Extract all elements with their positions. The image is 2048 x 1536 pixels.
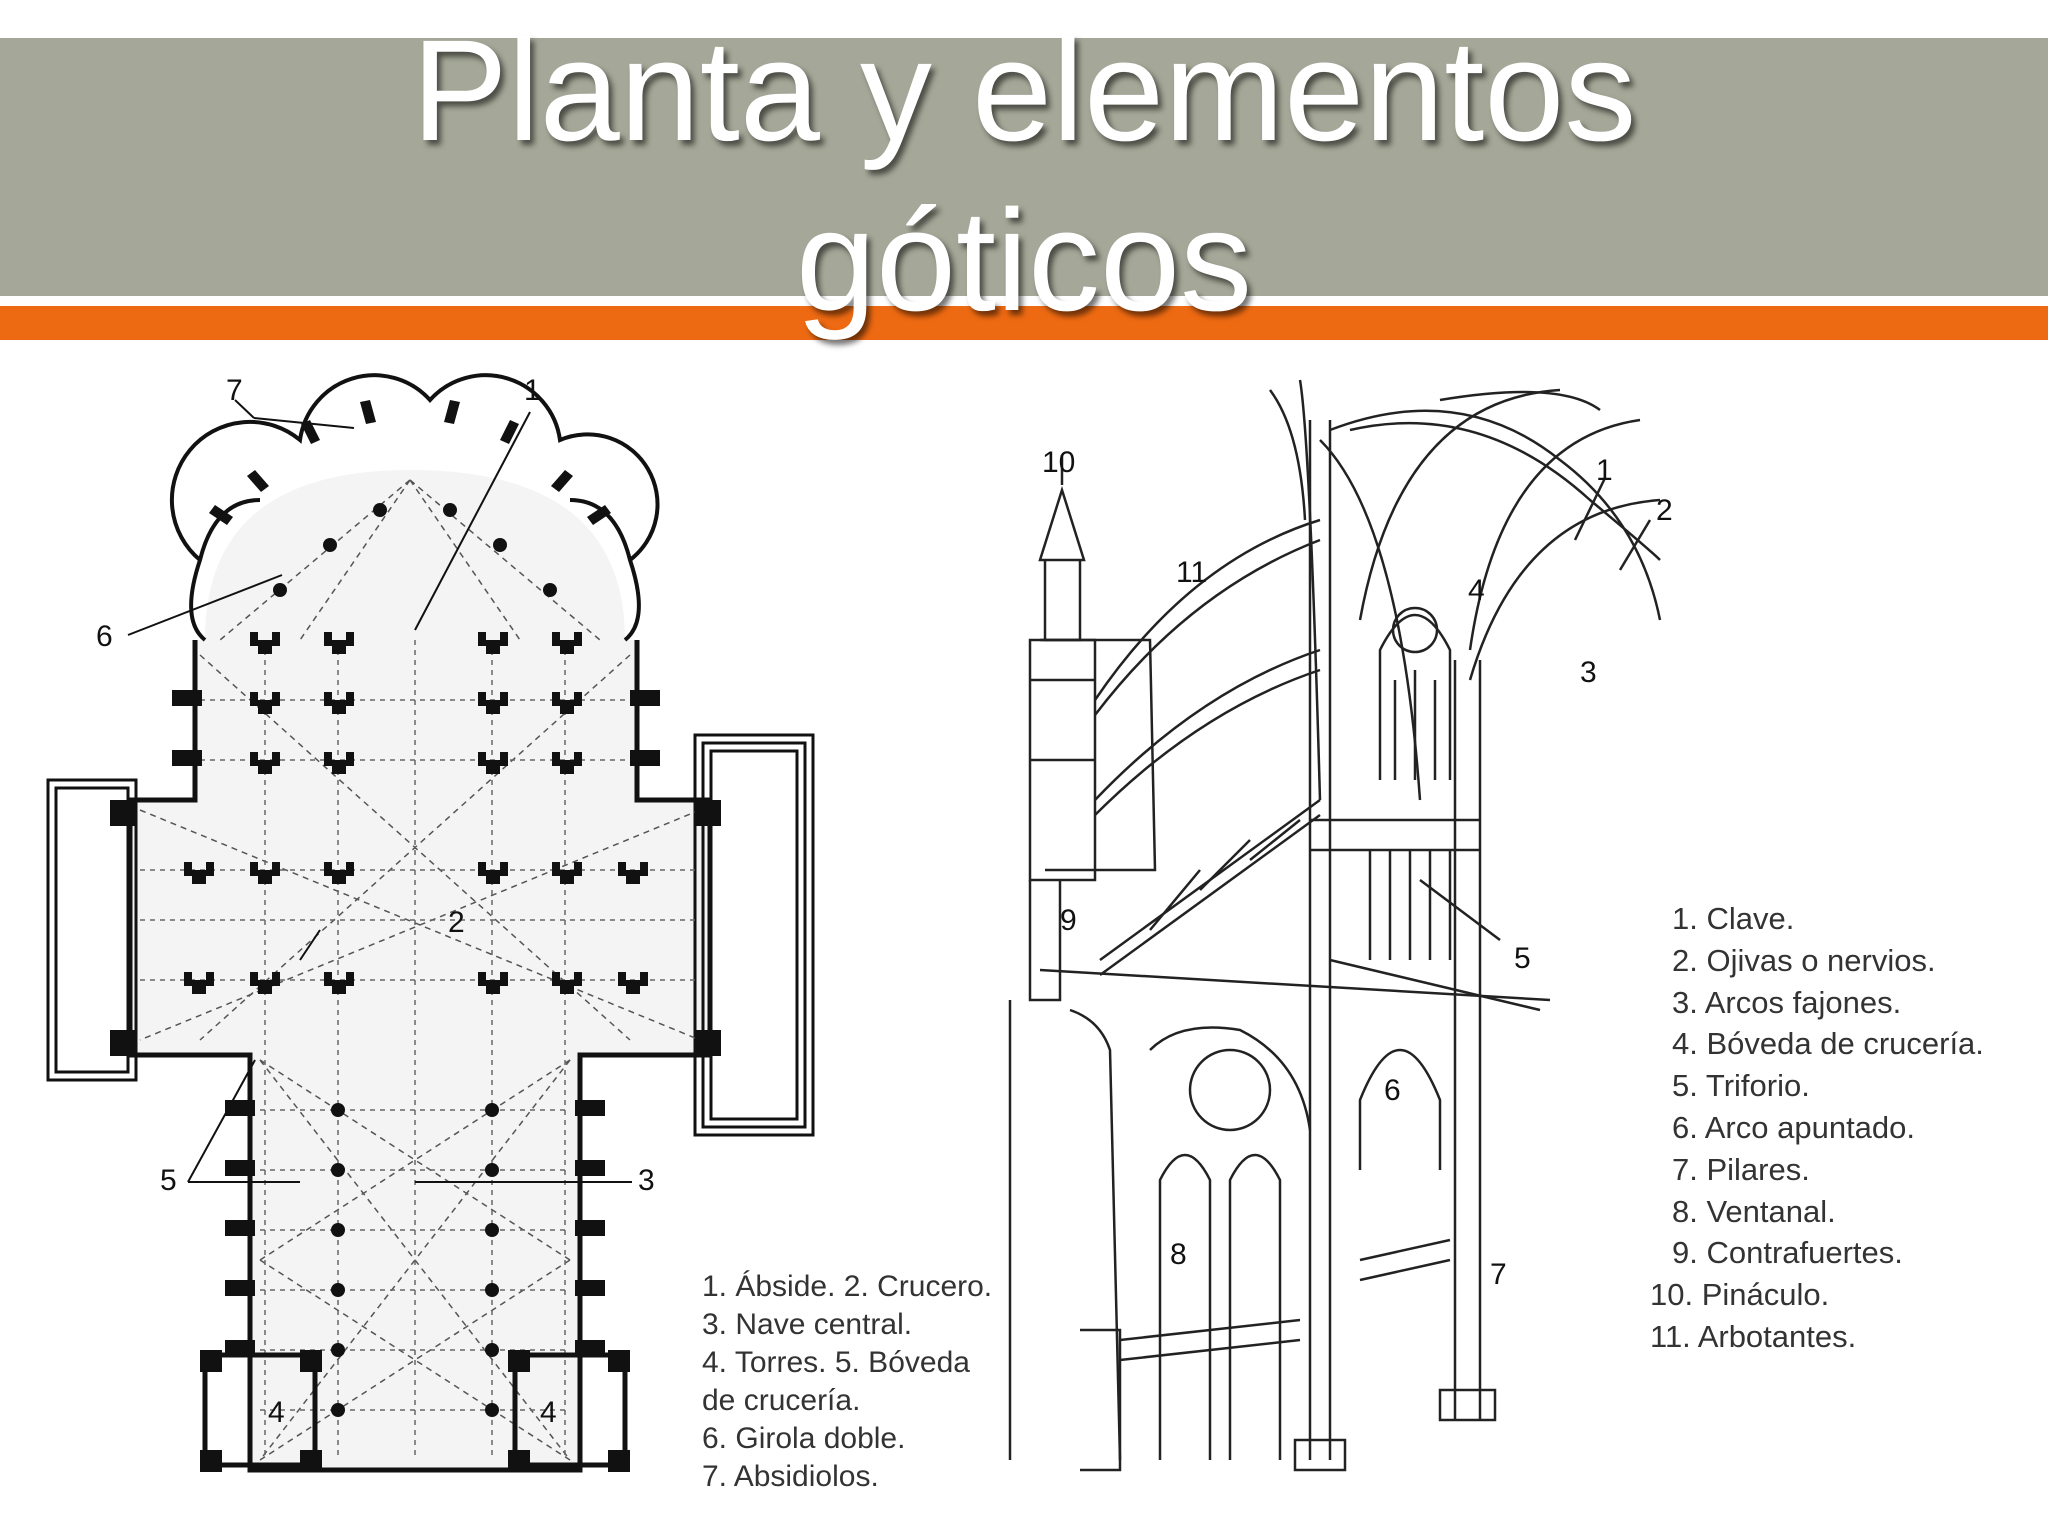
elevation-legend-item: 8. Ventanal. [1672, 1193, 1836, 1229]
elevation-legend-item: 1. Clave. [1672, 901, 1795, 936]
elevation-legend-item: 7. Pilares. [1672, 1151, 1810, 1187]
elevation-legend-item: 4. Bóveda de crucería. [1672, 1026, 1984, 1062]
elev-callout-10: 10 [1042, 446, 1075, 479]
plan-legend-item: de crucería. [702, 1384, 861, 1417]
title-banner [0, 38, 2048, 296]
plan-callout-6: 6 [96, 620, 113, 653]
cathedral-floor-plan: 7 1 6 2 5 3 4 4 [46, 373, 815, 1473]
plan-legend: 1. Ábside. 2. Crucero. 3. Nave central. … [702, 1268, 993, 1496]
slide-title: Planta y elementos góticos [0, 6, 2048, 346]
elevation-legend-item: 11. Arbotantes. [1650, 1318, 1857, 1354]
elev-callout-2: 2 [1656, 494, 1673, 527]
plan-legend-item: 3. Nave central. [702, 1308, 913, 1341]
accent-rule [0, 306, 2048, 340]
gothic-elevation-drawing [1008, 379, 1662, 1472]
elev-callout-9: 9 [1060, 904, 1077, 937]
elev-callout-7: 7 [1490, 1258, 1507, 1291]
elev-callout-8: 8 [1170, 1238, 1187, 1271]
elev-callout-6: 6 [1384, 1074, 1401, 1107]
elevation-legend: 1. Clave. 2. Ojivas o nervios. 3. Arcos … [1650, 898, 1984, 1358]
elev-callout-3: 3 [1580, 656, 1597, 689]
slide-title-line2: góticos [795, 180, 1253, 341]
plan-callout-4-left: 4 [268, 1396, 285, 1429]
plan-legend-item: 1. Ábside. 2. Crucero. [702, 1270, 993, 1303]
plan-callout-7: 7 [226, 374, 243, 407]
elevation-legend-item: 10. Pináculo. [1650, 1277, 1830, 1313]
slide-title-line1: Planta y elementos [411, 10, 1637, 171]
plan-legend-item: 4. Torres. 5. Bóveda [702, 1346, 970, 1379]
elev-callout-4: 4 [1468, 574, 1485, 607]
plan-legend-item: 7. Absidiolos. [702, 1460, 879, 1493]
plan-callout-4-right: 4 [540, 1396, 557, 1429]
plan-callout-5: 5 [160, 1164, 177, 1197]
elevation-callout-labels: 1 2 3 4 5 6 7 8 9 10 11 [1042, 446, 1673, 1291]
elev-callout-5: 5 [1514, 942, 1531, 975]
elevation-legend-item: 2. Ojivas o nervios. [1672, 942, 1936, 978]
plan-legend-item: 6. Girola doble. [702, 1422, 906, 1455]
plan-callout-labels: 7 1 6 2 5 3 4 4 [96, 374, 655, 1429]
plan-callout-1: 1 [524, 374, 541, 407]
elevation-legend-item: 9. Contrafuertes. [1672, 1235, 1903, 1271]
plan-callout-2: 2 [448, 906, 465, 939]
elev-callout-11: 11 [1176, 556, 1207, 589]
plan-callout-3: 3 [638, 1164, 655, 1197]
elevation-legend-item: 5. Triforio. [1672, 1068, 1810, 1104]
elev-callout-1: 1 [1596, 454, 1613, 487]
elevation-legend-item: 3. Arcos fajones. [1672, 984, 1902, 1020]
elevation-legend-item: 6. Arco apuntado. [1672, 1109, 1916, 1145]
